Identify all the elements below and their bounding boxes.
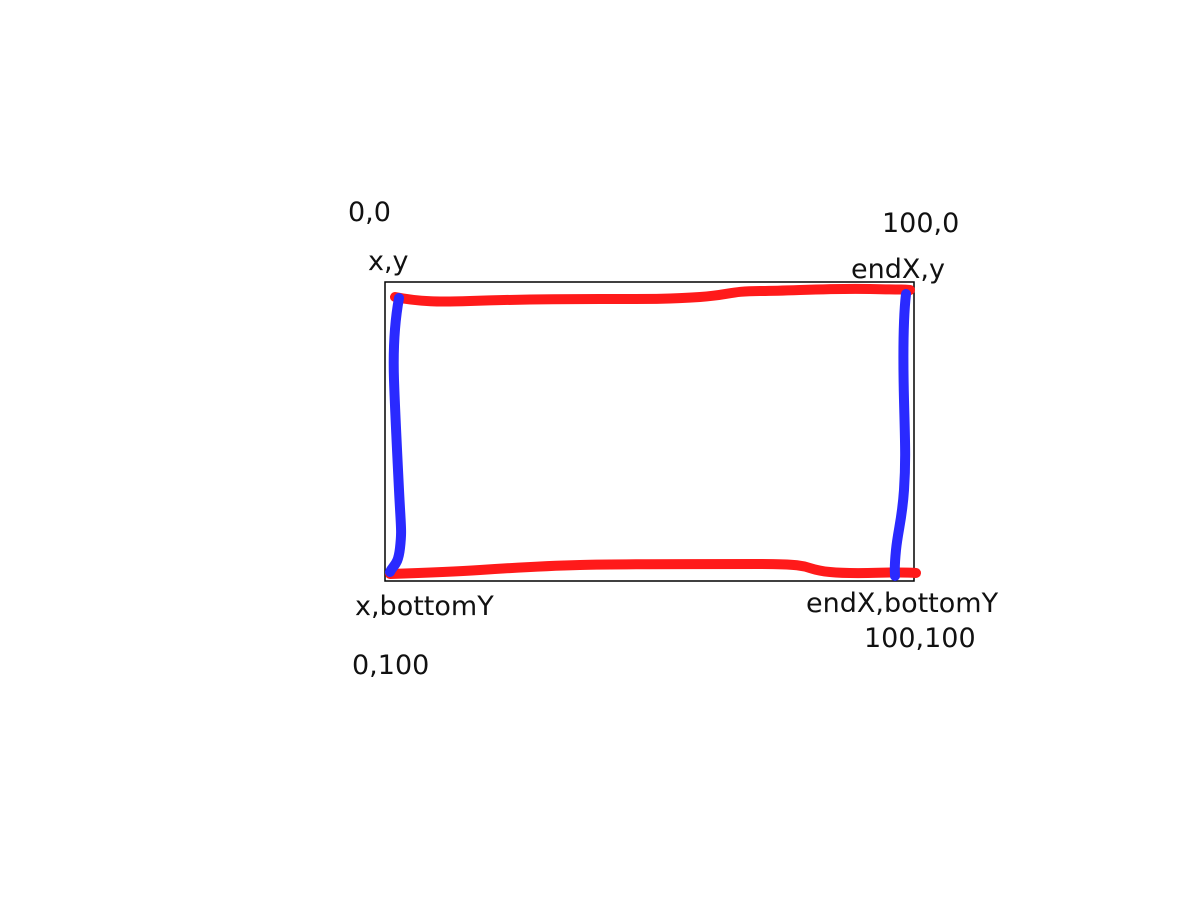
bottom-edge-red-stroke xyxy=(385,559,921,579)
bottom-right-var-label: endX,bottomY xyxy=(806,588,999,619)
top-left-var-label: x,y xyxy=(368,246,409,277)
top-edge-red-stroke xyxy=(390,283,915,307)
rectangle-outline xyxy=(384,281,915,582)
left-edge-blue-stroke xyxy=(385,293,407,577)
top-right-var-label: endX,y xyxy=(851,254,945,285)
right-edge-blue-stroke xyxy=(889,289,911,581)
bottom-right-coord-label: 100,100 xyxy=(864,623,976,654)
bottom-left-coord-label: 0,100 xyxy=(352,650,429,681)
top-right-coord-label: 100,0 xyxy=(882,208,959,239)
origin-coord-label: 0,0 xyxy=(348,197,391,228)
bottom-left-var-label: x,bottomY xyxy=(355,591,494,622)
